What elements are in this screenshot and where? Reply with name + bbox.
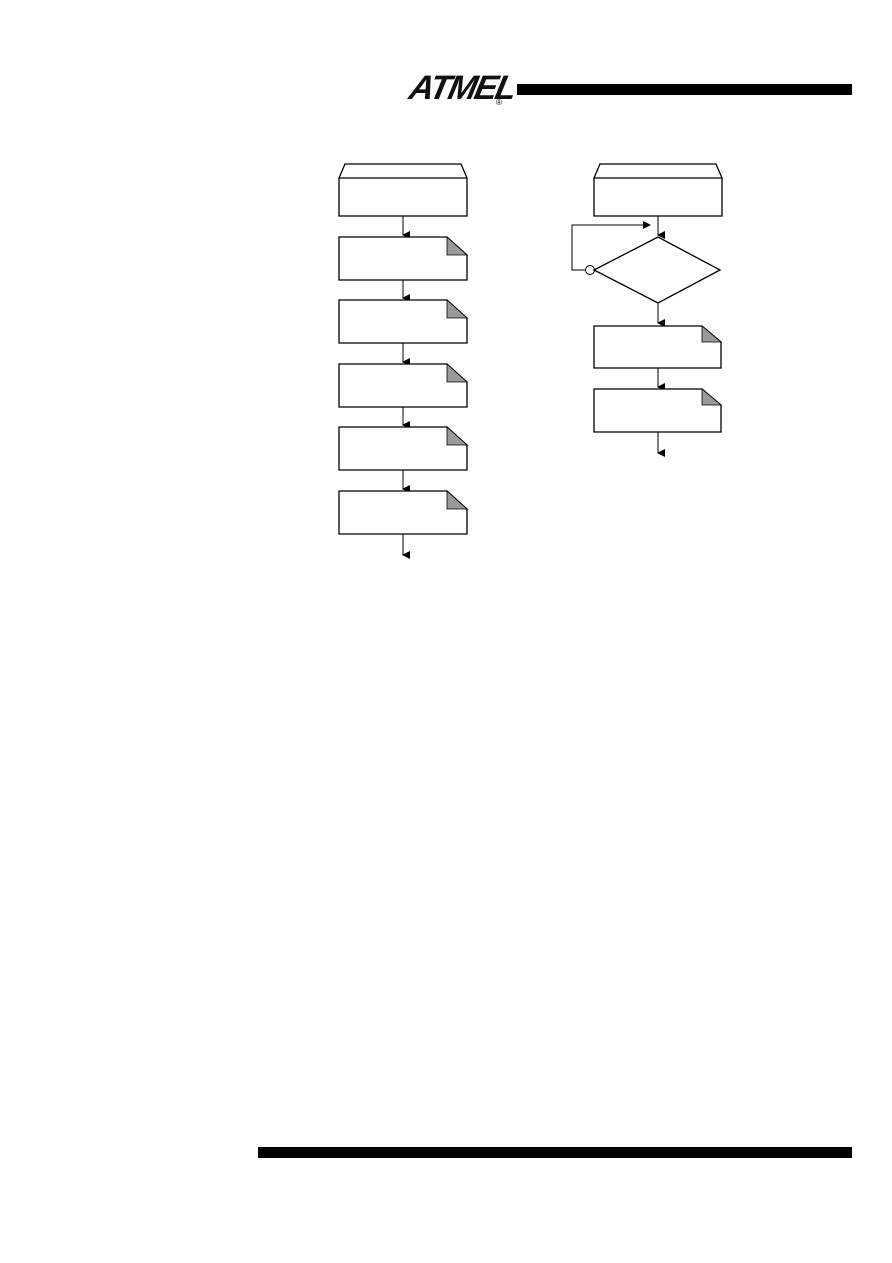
left-step-4 bbox=[338, 426, 469, 471]
right-step-2 bbox=[593, 388, 723, 433]
page-corner-fold bbox=[446, 363, 469, 383]
footer-rule bbox=[258, 1147, 852, 1158]
right-step-1 bbox=[593, 325, 723, 369]
left-flowchart bbox=[338, 163, 469, 559]
registered-mark: ® bbox=[496, 98, 502, 107]
page-corner-fold bbox=[446, 299, 469, 319]
right-start-block bbox=[593, 163, 723, 217]
atmel-logo: ATMEL ® bbox=[406, 68, 519, 112]
page-corner-fold bbox=[701, 325, 723, 343]
left-step-5 bbox=[338, 490, 469, 535]
page-corner-fold bbox=[446, 236, 469, 256]
right-flowchart bbox=[571, 163, 723, 457]
left-step-1 bbox=[338, 236, 469, 281]
header-rule bbox=[517, 84, 852, 95]
left-step-3 bbox=[338, 363, 469, 408]
left-step-2 bbox=[338, 299, 469, 344]
left-start-block bbox=[338, 163, 468, 217]
page-corner-fold bbox=[446, 490, 469, 510]
right-decision bbox=[592, 236, 722, 304]
page-corner-fold bbox=[446, 426, 469, 446]
page-corner-fold bbox=[701, 388, 723, 406]
